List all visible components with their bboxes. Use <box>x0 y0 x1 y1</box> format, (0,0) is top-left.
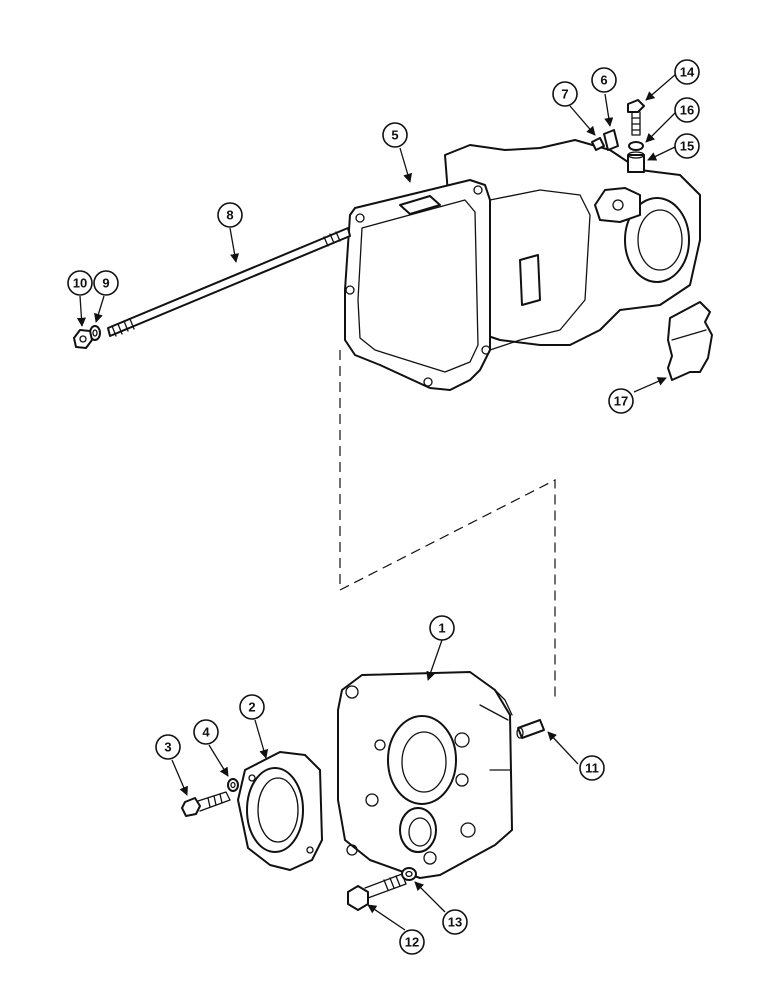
callout-9-label: 9 <box>102 276 109 291</box>
callout-15-label: 15 <box>680 139 694 154</box>
plate-part-17 <box>667 301 713 381</box>
callout-3: 3 <box>155 734 181 760</box>
callout-13-label: 13 <box>448 915 462 930</box>
callout-6: 6 <box>591 67 617 93</box>
callout-8-label: 8 <box>226 208 233 223</box>
clip-part-7 <box>591 137 605 151</box>
stud-part-8 <box>107 227 351 337</box>
callout-14: 14 <box>674 59 700 85</box>
callout-2: 2 <box>239 694 265 720</box>
callout-5: 5 <box>382 122 408 148</box>
washer-part-4 <box>227 778 239 792</box>
callout-4: 4 <box>193 719 219 745</box>
callout-11-label: 11 <box>585 761 599 776</box>
leader-lines <box>76 73 677 931</box>
bolt-part-6 <box>603 129 619 151</box>
callout-9: 9 <box>93 270 119 296</box>
callout-1: 1 <box>429 615 455 641</box>
bearing-retainer-part-2 <box>237 751 323 871</box>
alignment-guide <box>339 350 556 700</box>
nut-part-10 <box>73 329 93 349</box>
front-cover-part-1 <box>337 671 513 879</box>
callout-17: 17 <box>608 388 634 414</box>
callout-16-label: 16 <box>680 103 694 118</box>
callout-12-label: 12 <box>405 935 419 950</box>
callout-6-label: 6 <box>600 73 607 88</box>
callout-4-label: 4 <box>202 725 210 740</box>
washer-part-13 <box>401 867 417 881</box>
housing-part-5 <box>344 139 701 391</box>
callout-11: 11 <box>579 755 605 781</box>
callout-8: 8 <box>217 202 243 228</box>
callout-13: 13 <box>442 909 468 935</box>
callout-15: 15 <box>674 133 700 159</box>
bushing-part-15 <box>627 151 645 173</box>
callout-16: 16 <box>674 97 700 123</box>
bolt-part-14 <box>627 99 645 136</box>
callout-17-label: 17 <box>614 394 628 409</box>
callout-10-label: 10 <box>73 276 87 291</box>
bolt-part-3 <box>181 791 231 817</box>
callout-14-label: 14 <box>680 65 695 80</box>
callout-10: 10 <box>67 270 93 296</box>
washer-part-16 <box>628 141 644 151</box>
callout-3-label: 3 <box>164 740 171 755</box>
callout-5-label: 5 <box>391 128 398 143</box>
callout-12: 12 <box>399 929 425 955</box>
bolt-part-12 <box>347 873 407 911</box>
callout-1-label: 1 <box>438 621 445 636</box>
callout-7: 7 <box>552 81 578 107</box>
callout-2-label: 2 <box>248 700 255 715</box>
callout-7-label: 7 <box>561 87 568 102</box>
dowel-part-11 <box>516 719 545 739</box>
